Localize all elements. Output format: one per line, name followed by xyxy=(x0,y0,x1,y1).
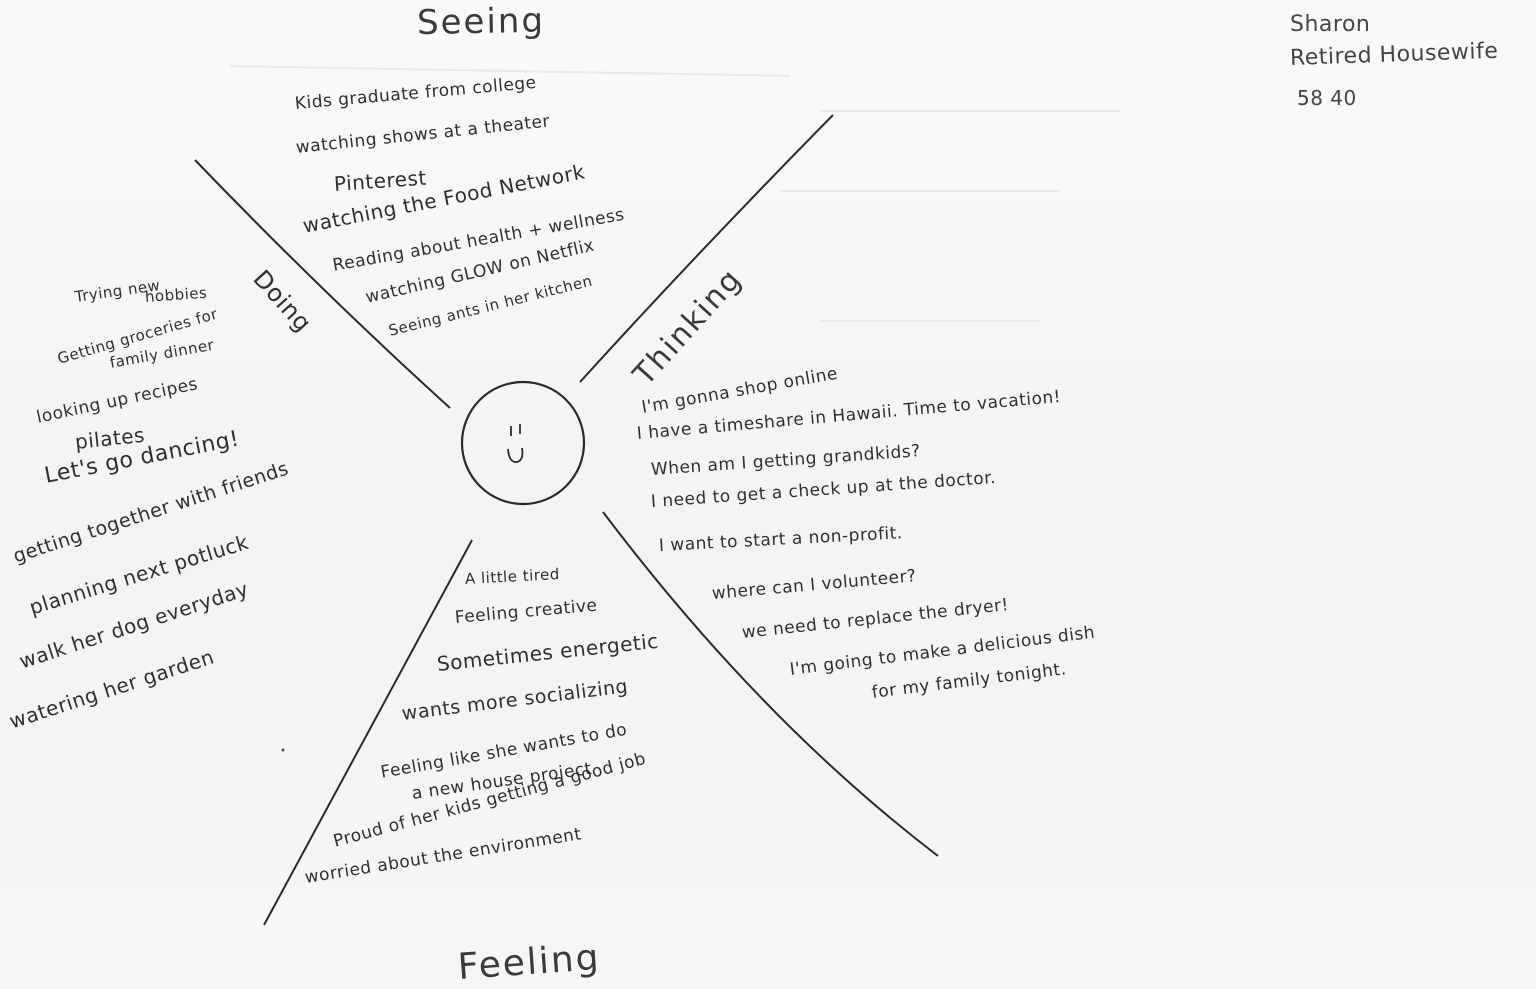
divider-upper-right xyxy=(579,114,834,383)
divider-upper-left xyxy=(194,159,451,409)
persona-name: Sharon xyxy=(1290,12,1371,37)
seeing-item: Pinterest xyxy=(333,165,428,196)
stray-mark xyxy=(281,748,285,752)
feeling-title: Feeling xyxy=(456,937,602,988)
show-through-line xyxy=(820,320,1040,322)
divider-lower-right xyxy=(602,511,939,857)
head-circle xyxy=(460,380,586,506)
show-through-line xyxy=(780,190,1060,192)
seeing-title: Seeing xyxy=(416,0,546,43)
doing-item: hobbies xyxy=(144,283,208,306)
divider-lower-left xyxy=(263,539,473,926)
persona-age: 58 40 xyxy=(1297,86,1357,110)
show-through-line xyxy=(820,110,1120,112)
smiley-face-icon xyxy=(507,424,524,463)
